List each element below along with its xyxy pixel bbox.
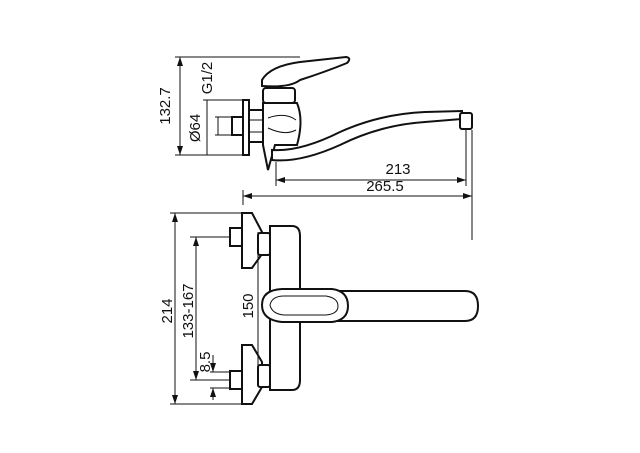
label-total-height: 214 (159, 298, 176, 323)
lever-handle (261, 55, 351, 88)
lower-nut (257, 364, 271, 388)
coupling-nut (248, 109, 264, 143)
label-offset: 8.5 (197, 352, 214, 373)
inlet-pipe (231, 116, 244, 136)
arrow-up (177, 57, 183, 66)
lever-front (260, 288, 350, 323)
label-handle-height: 150 (240, 293, 257, 318)
label-center-range: 133-167 (180, 283, 197, 338)
label-overall-width: 265.5 (366, 178, 404, 195)
label-height-top: 132.7 (157, 87, 174, 125)
arrow-down (177, 146, 183, 155)
side-elevation-view (175, 55, 473, 240)
lower-inlet (229, 370, 243, 390)
cartridge-cap (262, 87, 296, 104)
label-spout-reach: 213 (385, 161, 410, 178)
upper-nut (257, 232, 271, 256)
label-diameter: Ø64 (187, 114, 204, 142)
upper-inlet (229, 227, 243, 247)
front-elevation-view (170, 212, 480, 405)
aerator (459, 112, 473, 130)
label-thread: G1/2 (199, 62, 216, 95)
